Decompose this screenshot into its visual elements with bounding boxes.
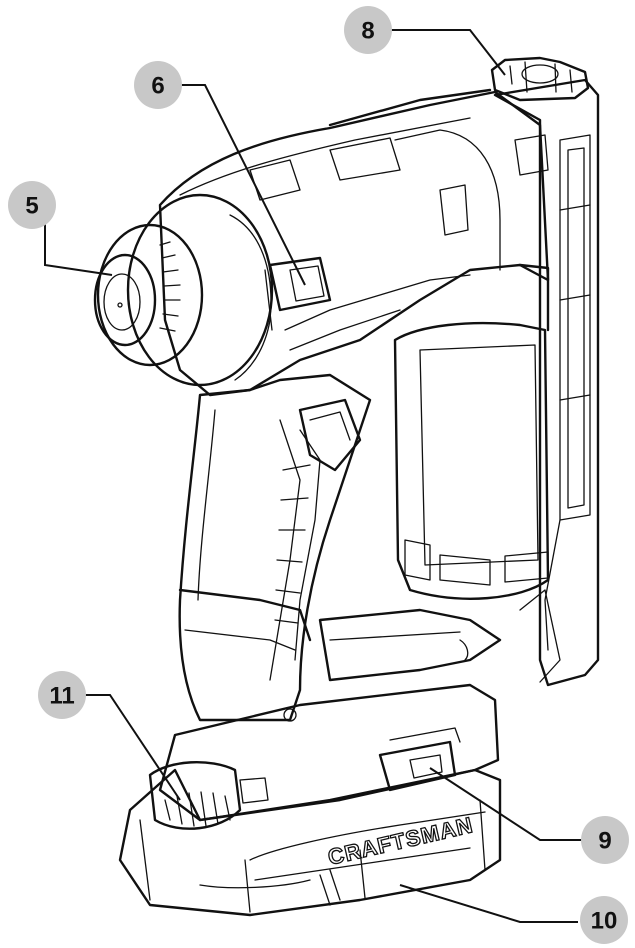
trigger	[298, 398, 362, 472]
callout-10-label: 10	[591, 908, 618, 935]
callout-11-circle	[38, 671, 86, 719]
leader-5	[44, 210, 113, 276]
leader-9	[429, 767, 585, 841]
callout-9-circle	[581, 816, 629, 864]
callout-5-circle	[8, 181, 56, 229]
callout-11: 11	[38, 671, 86, 719]
lower-body	[318, 608, 502, 682]
grip-handle	[178, 373, 372, 722]
callout-5: 5	[8, 181, 56, 229]
callout-6: 6	[134, 61, 182, 109]
leader-10	[399, 884, 578, 923]
callout-6-circle	[134, 61, 182, 109]
air-cylinder	[393, 263, 550, 600]
callout-10-circle	[580, 896, 628, 944]
callout-9-label: 9	[598, 828, 611, 855]
callout-5-label: 5	[25, 193, 38, 220]
callout-8-circle	[344, 6, 392, 54]
leader-11	[85, 694, 181, 801]
motor-housing	[158, 90, 550, 397]
callout-9: 9	[581, 816, 629, 864]
callout-11-label: 11	[49, 683, 74, 710]
callout-8-label: 8	[361, 18, 374, 45]
jam-release-latch	[264, 256, 332, 331]
magazine	[493, 78, 600, 687]
callout-6-label: 6	[151, 73, 164, 100]
leader-lines	[44, 29, 585, 923]
callout-10: 10	[580, 896, 628, 944]
leader-6	[175, 84, 306, 286]
leader-8	[388, 29, 506, 76]
depth-adjust-dial	[328, 56, 590, 127]
battery-brand-label: CRAFTSMAN	[326, 812, 476, 870]
nose-cap	[93, 193, 274, 387]
callout-8: 8	[344, 6, 392, 54]
battery-pack: CRAFTSMAN	[118, 683, 502, 917]
